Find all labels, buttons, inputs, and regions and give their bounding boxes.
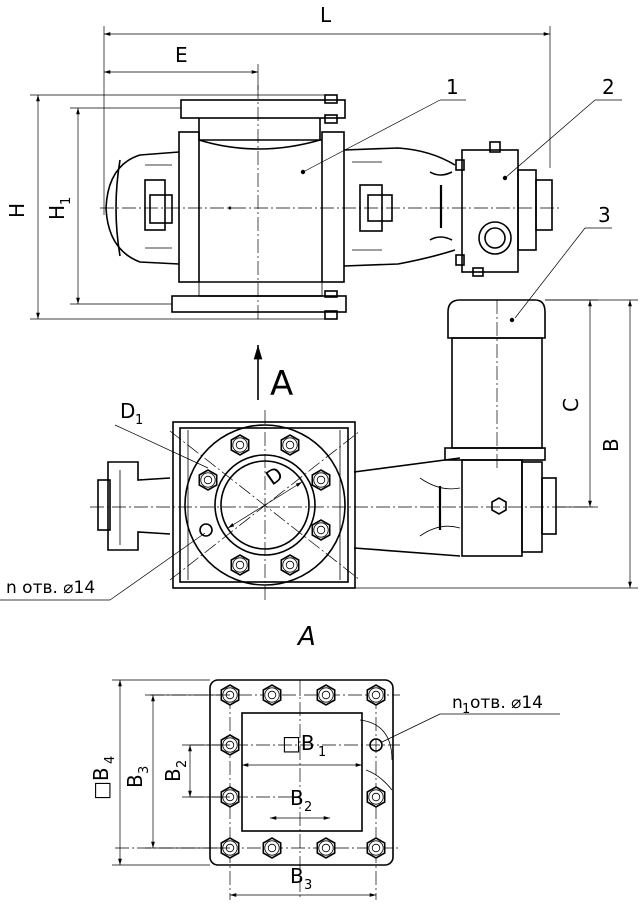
svg-text:n: n (452, 693, 463, 713)
bolt-icon (230, 434, 250, 456)
plan-bolts (198, 434, 331, 576)
plan-view (90, 299, 595, 600)
svg-text:□B: □B (282, 731, 315, 755)
dim-b-label: B (599, 438, 623, 452)
bolt-icon (316, 684, 336, 706)
view-a-title: A (296, 622, 316, 652)
svg-text:D: D (120, 399, 135, 423)
svg-text:B: B (290, 786, 304, 810)
bolt-icon (366, 837, 386, 859)
bolt-icon (366, 786, 386, 808)
bolt-icon (311, 519, 331, 541)
holes1-note: n 1 отв. ⌀14 (452, 693, 543, 717)
svg-text:H: H (45, 205, 69, 220)
dim-b2-left-label: B 2 (161, 760, 190, 782)
dim-b3-label: B 3 (290, 864, 312, 893)
bolt-icon (280, 434, 300, 456)
svg-text:1: 1 (462, 702, 470, 717)
bolt-icon (311, 469, 331, 491)
arrow-a-label: A (270, 364, 293, 404)
svg-text:1: 1 (135, 413, 143, 428)
svg-text:3: 3 (137, 766, 152, 774)
svg-text:отв. ⌀14: отв. ⌀14 (470, 693, 543, 713)
front-view-dimensions (30, 26, 622, 320)
bolt-icon (220, 734, 240, 756)
view-a-dimensions (112, 679, 560, 897)
view-a (115, 679, 400, 900)
dim-h1-label: H 1 (45, 197, 74, 220)
dim-b2-label: B 2 (290, 786, 312, 815)
dim-c-label: C (559, 398, 583, 412)
dim-h-label: H (5, 203, 29, 218)
dim-b4-label: □B 4 (89, 756, 118, 800)
part-number-3: 3 (598, 203, 611, 227)
front-view (100, 85, 560, 320)
dim-d1-label: D 1 (120, 399, 143, 428)
svg-text:B: B (123, 774, 147, 788)
dim-e-label: E (175, 43, 188, 67)
part-number-1: 1 (446, 75, 459, 99)
plan-view-dimensions (0, 299, 638, 601)
svg-text:B: B (161, 768, 185, 782)
bolt-icon (366, 684, 386, 706)
dim-l-label: L (320, 3, 332, 27)
view-a-bolts (220, 684, 386, 859)
svg-text:4: 4 (103, 756, 118, 764)
svg-text:1: 1 (318, 745, 326, 760)
bolt-icon (280, 554, 300, 576)
bolt-icon (262, 684, 282, 706)
svg-text:2: 2 (304, 800, 312, 815)
dim-b1-label: □B 1 (282, 731, 326, 760)
svg-text:3: 3 (304, 878, 312, 893)
dim-b3-left-label: B 3 (123, 766, 152, 788)
bolt-icon (230, 554, 250, 576)
svg-text:B: B (290, 864, 304, 888)
svg-text:1: 1 (59, 197, 74, 205)
bolt-icon (198, 469, 218, 491)
holes-note: n отв. ⌀14 (6, 578, 95, 598)
bolt-icon (316, 837, 336, 859)
bolt-icon (262, 837, 282, 859)
svg-text:2: 2 (175, 760, 190, 768)
part-number-2: 2 (602, 75, 615, 99)
svg-text:□B: □B (89, 767, 113, 800)
